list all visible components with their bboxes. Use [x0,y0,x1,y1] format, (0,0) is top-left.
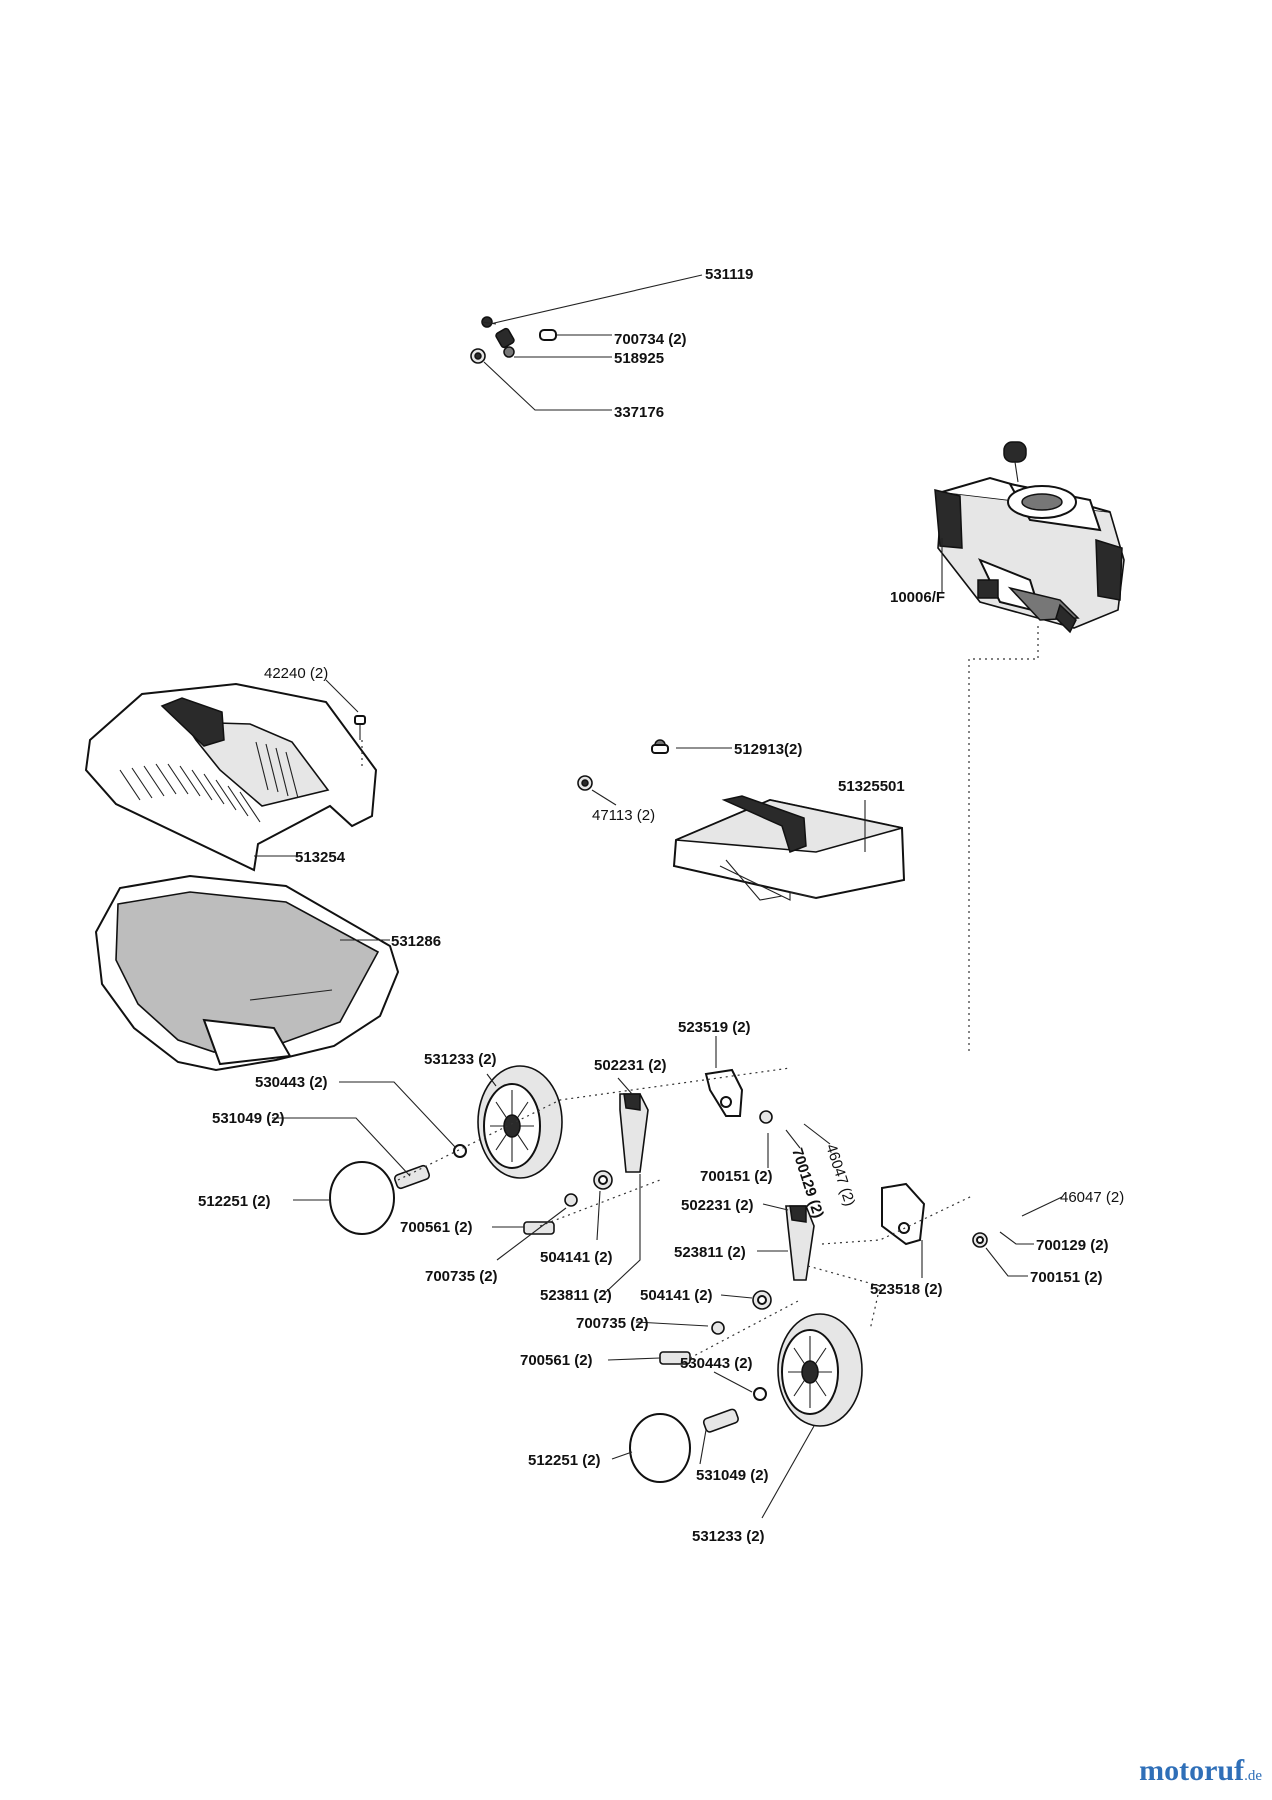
axle-guide-right-2 [807,1265,881,1331]
label-46047b: 46047 (2) [1060,1189,1124,1206]
label-523811a: 523811 (2) [540,1287,612,1304]
leader-531233b [761,1425,815,1519]
label-700561a: 700561 (2) [400,1219,473,1236]
label-700734: 700734 (2) [614,331,687,348]
leader-531233a [486,1073,497,1087]
label-512913: 512913(2) [734,741,802,758]
left-wheel-assembly [329,1065,773,1235]
label-502231a: 502231 (2) [594,1057,667,1074]
bolt-guide-right [689,1299,801,1359]
label-42240: 42240 (2) [264,665,328,682]
label-700561b: 700561 (2) [520,1352,593,1369]
label-531049b: 531049 (2) [696,1467,769,1484]
label-530443a: 530443 (2) [255,1074,328,1091]
label-700735b: 700735 (2) [576,1315,649,1332]
leader-531119 [489,274,703,325]
label-531119: 531119 [705,266,753,283]
label-512251a: 512251 (2) [198,1193,271,1210]
label-530443b: 530443 (2) [680,1355,753,1372]
label-337176: 337176 [614,404,664,421]
axle-guide-left [397,1067,791,1181]
label-700151b: 700151 (2) [1030,1269,1103,1286]
leader-512251b [611,1451,633,1460]
adjuster-parts-top [470,316,557,364]
leader-700151b [985,1247,1028,1277]
label-700129b: 700129 (2) [1036,1237,1109,1254]
label-46047a: 46047 (2) [822,1142,858,1208]
leader-502231a [617,1077,633,1095]
label-531233b: 531233 (2) [692,1528,765,1545]
engine-dotted-guide [968,626,1039,1055]
label-531049a: 531049 (2) [212,1110,285,1127]
catcher-bag [94,874,400,1072]
label-504141a: 504141 (2) [540,1249,613,1266]
engine [934,441,1125,634]
label-502231b: 502231 (2) [681,1197,754,1214]
leader-504141b [720,1294,753,1299]
label-51325501: 51325501 [838,778,905,795]
leader-504141a [596,1190,601,1241]
leader-530443b [713,1371,753,1393]
leader-47113 [591,789,617,806]
leader-700735b [635,1321,709,1327]
watermark-logo: motoruf.de [1139,1754,1262,1788]
label-531233a: 531233 (2) [424,1051,497,1068]
label-512251b: 512251 (2) [528,1452,601,1469]
leader-502231b [762,1203,789,1211]
watermark-main: motoruf [1139,1754,1245,1787]
leader-531049b [699,1429,707,1465]
label-523811b: 523811 (2) [674,1244,746,1261]
catcher-top [84,682,378,872]
leader-700129a [785,1129,801,1149]
label-523518: 523518 (2) [870,1281,943,1298]
leader-46047a [803,1123,831,1145]
label-531286: 531286 [391,933,441,950]
label-518925: 518925 [614,350,664,367]
watermark-tld: .de [1244,1768,1262,1784]
leader-523811a [605,1174,641,1293]
right-wheel-assembly [629,1182,988,1483]
label-700735a: 700735 (2) [425,1268,498,1285]
leader-530443a [339,1081,457,1149]
leader-46047b [1021,1196,1063,1217]
leader-531049a [272,1117,411,1177]
axle-guide-right [821,1195,973,1245]
label-47113: 47113 (2) [592,807,655,824]
leader-42240 [325,679,359,713]
label-10006F: 10006/F [890,589,945,606]
label-523519: 523519 (2) [678,1019,751,1036]
leader-700129b [999,1231,1034,1245]
rear-flap [577,739,906,901]
leader-337176 [483,361,612,411]
label-513254: 513254 [295,849,346,866]
leader-700561b [607,1357,661,1361]
label-504141b: 504141 (2) [640,1287,713,1304]
leader-700735a [496,1207,567,1261]
label-700151a: 700151 (2) [700,1168,773,1185]
